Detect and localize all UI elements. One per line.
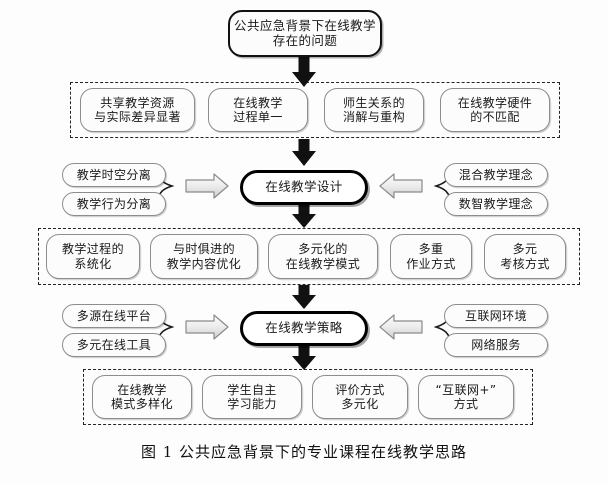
block-arrow-design-right bbox=[379, 173, 423, 199]
top-problem-node[interactable]: 公共应急背景下在线教学 存在的问题 bbox=[228, 10, 382, 57]
design-output-2[interactable]: 与时俱进的 教学内容优化 bbox=[150, 234, 258, 279]
strategy-output-4[interactable]: “互联网+” 方式 bbox=[418, 375, 514, 419]
strategy-left-input-1[interactable]: 多源在线平台 bbox=[62, 304, 166, 328]
design-left-input-1[interactable]: 教学时空分离 bbox=[62, 163, 166, 187]
strategy-right-input-2[interactable]: 网络服务 bbox=[444, 333, 548, 357]
design-left-input-2[interactable]: 教学行为分离 bbox=[62, 192, 166, 216]
strategy-output-2[interactable]: 学生自主 学习能力 bbox=[202, 375, 302, 419]
design-right-input-2[interactable]: 数智教学理念 bbox=[444, 192, 548, 216]
strategy-output-3[interactable]: 评价方式 多元化 bbox=[312, 375, 408, 419]
group-design-outputs bbox=[38, 228, 580, 285]
problem-item-3[interactable]: 师生关系的 消解与重构 bbox=[324, 88, 424, 132]
strategy-left-input-2[interactable]: 多元在线工具 bbox=[62, 333, 166, 357]
design-output-4[interactable]: 多重 作业方式 bbox=[390, 234, 472, 279]
strategy-output-1[interactable]: 在线教学 模式多样化 bbox=[92, 375, 192, 419]
figure-caption: 图 1 公共应急背景下的专业课程在线教学思路 bbox=[140, 443, 468, 461]
design-output-1[interactable]: 教学过程的 系统化 bbox=[46, 234, 140, 279]
design-output-5[interactable]: 多元 考核方式 bbox=[484, 234, 566, 279]
arrow-design-to-outputs bbox=[292, 204, 316, 228]
block-arrow-design-left bbox=[185, 173, 229, 199]
arrow-problems-to-design bbox=[292, 139, 316, 166]
arrow-outputs-to-strategy bbox=[292, 285, 316, 309]
design-output-3[interactable]: 多元化的 在线教学模式 bbox=[268, 234, 378, 279]
problem-item-1[interactable]: 共享教学资源 与实际差异显著 bbox=[80, 88, 195, 132]
block-arrow-strategy-left bbox=[185, 314, 229, 340]
problem-item-2[interactable]: 在线教学 过程单一 bbox=[208, 88, 308, 132]
arrow-strategy-to-results bbox=[292, 346, 316, 370]
design-right-input-1[interactable]: 混合教学理念 bbox=[444, 163, 548, 187]
block-arrow-strategy-right bbox=[379, 314, 423, 340]
core-node-strategy[interactable]: 在线教学策略 bbox=[240, 311, 368, 346]
core-node-design[interactable]: 在线教学设计 bbox=[240, 170, 368, 205]
problem-item-4[interactable]: 在线教学硬件 的不匹配 bbox=[440, 88, 550, 132]
strategy-right-input-1[interactable]: 互联网环境 bbox=[444, 304, 548, 328]
